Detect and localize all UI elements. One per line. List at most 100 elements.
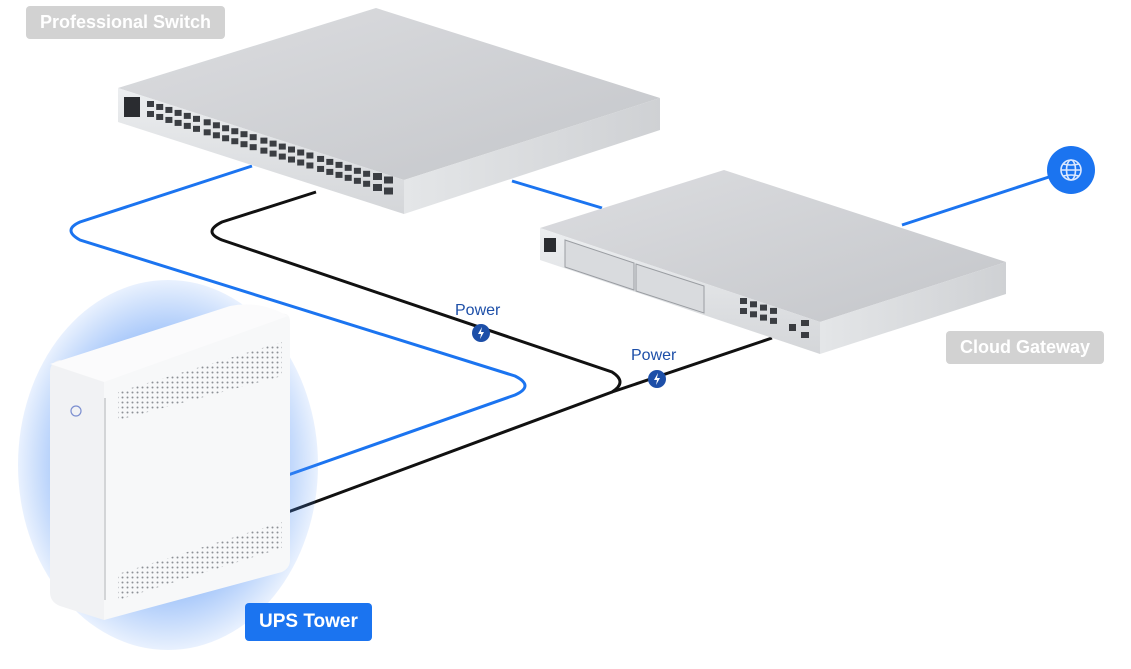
gateway-port	[750, 301, 757, 308]
switch-port	[212, 122, 220, 129]
drive-bay-1	[564, 239, 635, 291]
gateway-sfp-2	[801, 332, 809, 338]
switch-port	[363, 170, 371, 177]
switch-port	[297, 159, 305, 166]
switch-port	[278, 153, 286, 160]
switch-port	[288, 156, 295, 163]
ups-side	[50, 360, 104, 620]
gateway-port	[740, 298, 747, 304]
switch-sfp-port	[373, 184, 382, 191]
gateway-port	[770, 317, 777, 324]
gateway-display	[544, 238, 556, 252]
switch-port	[269, 150, 277, 157]
switch-port	[212, 132, 220, 139]
switch-port	[240, 141, 248, 148]
switch-port	[249, 144, 257, 151]
ups-tower-label[interactable]: UPS Tower	[245, 603, 372, 641]
globe-icon	[1060, 159, 1082, 181]
cloud-gateway-label[interactable]: Cloud Gateway	[946, 331, 1105, 364]
switch-port	[317, 155, 325, 162]
data-cable-gateway-internet	[901, 174, 1053, 227]
gateway-side	[820, 262, 1006, 354]
gateway-sfp-1	[801, 320, 809, 326]
switch-port	[326, 158, 334, 165]
switch-sfp-port	[384, 187, 393, 195]
lightning-bolt-icon	[478, 327, 484, 339]
switch-port	[353, 177, 361, 184]
switch-port	[335, 161, 343, 168]
switch-port	[183, 122, 191, 129]
switch-port	[278, 143, 286, 150]
switch-port	[147, 111, 154, 117]
switch-port	[269, 140, 277, 147]
switch-sfp-port	[384, 176, 393, 184]
ups-tower-device[interactable]	[18, 280, 318, 650]
switch-port-array	[147, 101, 371, 187]
switch-side	[404, 98, 660, 214]
gateway-top	[540, 170, 1006, 322]
switch-port	[326, 168, 334, 175]
switch-sfp-ports	[373, 173, 393, 195]
switch-port	[353, 167, 361, 174]
power-label-1: Power	[455, 302, 501, 319]
switch-port	[344, 174, 352, 181]
gateway-port	[750, 311, 757, 318]
drive-bay-2	[635, 263, 705, 314]
switch-port	[335, 171, 343, 178]
switch-port	[306, 152, 314, 159]
switch-port	[203, 119, 211, 126]
switch-port	[240, 131, 248, 138]
power-label-2: Power	[631, 347, 677, 364]
gateway-port	[770, 307, 777, 314]
switch-port	[344, 164, 352, 171]
ups-power-button[interactable]	[70, 405, 82, 417]
switch-top	[118, 8, 660, 180]
professional-switch-label[interactable]: Professional Switch	[26, 6, 226, 39]
ups-top	[50, 304, 288, 382]
ups-vent-bottom	[118, 522, 282, 600]
switch-port	[156, 113, 164, 120]
cables	[69, 164, 1053, 514]
switch-port	[174, 109, 182, 116]
switch-port	[306, 162, 314, 169]
switch-port	[363, 180, 371, 187]
switch-port	[183, 112, 191, 119]
switch-port	[165, 116, 173, 123]
switch-port	[222, 125, 230, 132]
switch-port	[193, 115, 200, 122]
switch-port	[174, 119, 182, 126]
lightning-bolt-icon	[654, 373, 660, 385]
switch-port	[288, 146, 295, 153]
switch-port	[231, 138, 239, 145]
switch-port	[260, 137, 268, 144]
power-cable-ups-switch	[210, 190, 622, 514]
switch-port	[193, 125, 200, 132]
internet-node[interactable]	[1047, 146, 1095, 194]
switch-console-port	[124, 97, 140, 117]
gateway-port	[760, 304, 767, 311]
gateway-wan-port	[789, 324, 796, 331]
professional-switch-device[interactable]	[118, 8, 660, 214]
data-cable-ups-switch	[69, 164, 527, 477]
cloud-gateway-device[interactable]	[540, 170, 1006, 354]
switch-port	[156, 103, 164, 110]
switch-port	[249, 134, 257, 141]
switch-port	[260, 147, 268, 154]
switch-port	[231, 128, 239, 135]
power-badge-2	[648, 370, 666, 388]
ups-vent-top	[118, 342, 282, 420]
gateway-port	[740, 308, 747, 314]
switch-port	[147, 101, 154, 107]
switch-port	[165, 106, 173, 113]
gateway-port	[760, 314, 767, 321]
power-badge-1	[472, 324, 490, 342]
switch-sfp-port	[373, 173, 382, 180]
switch-port	[317, 165, 325, 172]
switch-port	[203, 129, 211, 136]
switch-port	[297, 149, 305, 156]
gateway-port-array	[740, 298, 777, 324]
power-cable-ups-gateway	[611, 336, 773, 394]
data-cable-switch-gateway	[511, 179, 603, 210]
